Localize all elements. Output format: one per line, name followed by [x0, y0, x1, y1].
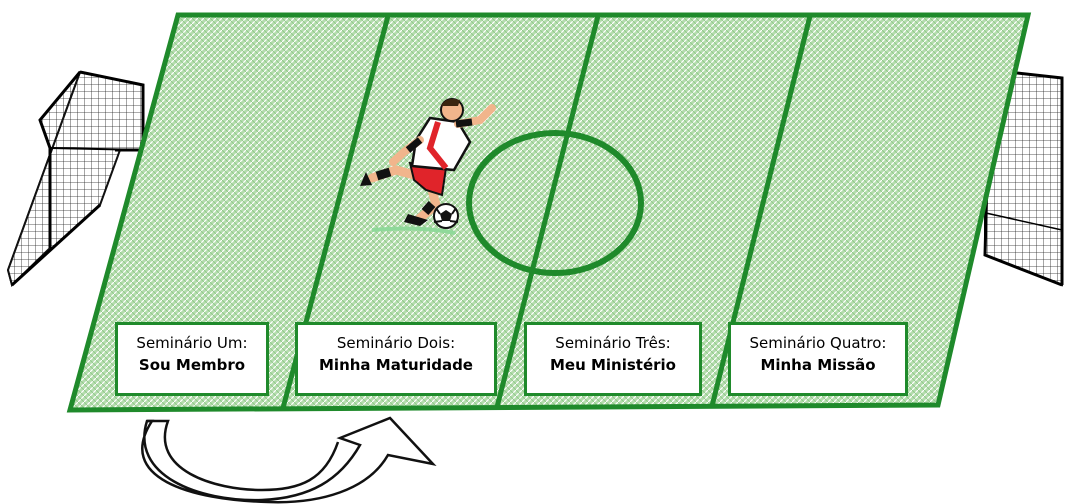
center-circle	[466, 130, 644, 276]
seminar-1-title: Seminário Um:	[136, 334, 248, 352]
seminar-3-subtitle: Meu Ministério	[549, 356, 676, 374]
seminar-2-title: Seminário Dois:	[336, 334, 456, 352]
seminar-label-3: Seminário Três: Meu Ministério	[524, 322, 702, 396]
curved-arrow-icon	[141, 416, 437, 504]
seminar-label-2: Seminário Dois: Minha Maturidade	[295, 322, 497, 396]
seminar-3-title: Seminário Três:	[555, 334, 671, 352]
seminar-4-title: Seminário Quatro:	[749, 334, 887, 352]
seminar-2-subtitle: Minha Maturidade	[319, 356, 473, 374]
soccer-player-icon	[360, 98, 496, 235]
seminar-label-4: Seminário Quatro: Minha Missão	[728, 322, 908, 396]
seminar-1-subtitle: Sou Membro	[138, 356, 246, 374]
soccer-ball-icon	[433, 203, 459, 229]
field-divider-2	[494, 15, 601, 408]
seminar-4-subtitle: Minha Missão	[760, 356, 876, 374]
left-goal-net-icon	[6, 70, 145, 287]
seminar-label-1: Seminário Um: Sou Membro	[115, 322, 269, 396]
